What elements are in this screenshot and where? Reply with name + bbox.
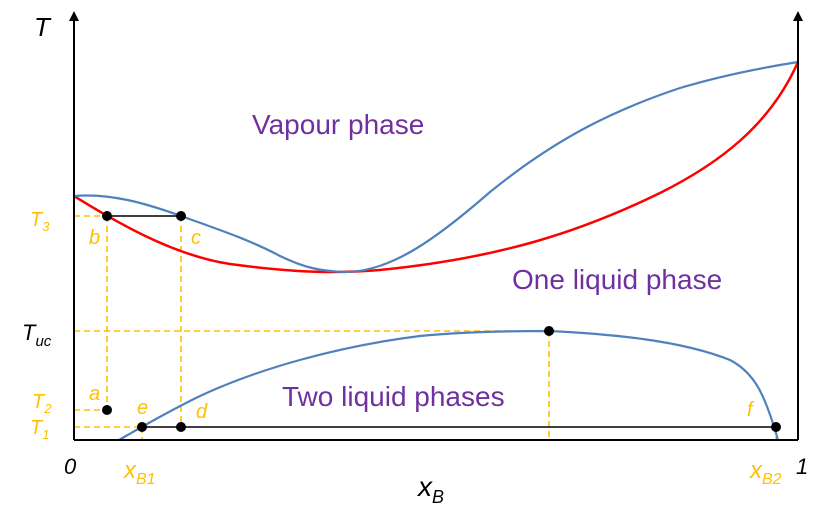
point-a bbox=[102, 405, 112, 415]
t3-label: T3 bbox=[30, 209, 50, 234]
point-a-label: a bbox=[89, 383, 100, 405]
state-points bbox=[102, 211, 781, 432]
vapour-boundary-curve bbox=[73, 61, 800, 274]
point-c bbox=[176, 211, 186, 221]
point-b-label: b bbox=[89, 227, 100, 249]
two-liquid-region-label: Two liquid phases bbox=[282, 381, 505, 412]
point-e bbox=[137, 422, 147, 432]
miscibility-gap-curve bbox=[118, 329, 780, 441]
point-d bbox=[176, 422, 186, 432]
point-c-label: c bbox=[191, 227, 201, 249]
point-critical bbox=[544, 326, 554, 336]
point-f bbox=[771, 422, 781, 432]
point-e-label: e bbox=[137, 397, 148, 419]
t2-label: T2 bbox=[32, 391, 52, 416]
point-d-label: d bbox=[196, 401, 208, 423]
x-origin-label: 0 bbox=[64, 454, 77, 479]
point-f-label: f bbox=[747, 399, 755, 421]
point-b bbox=[102, 211, 112, 221]
liquid-boundary-curve bbox=[73, 60, 799, 274]
one-liquid-region-label: One liquid phase bbox=[512, 264, 722, 295]
t1-label: T1 bbox=[30, 417, 49, 442]
y-axis-label: T bbox=[34, 12, 52, 42]
tuc-label: Tuc bbox=[22, 320, 52, 350]
xb1-label: xB1 bbox=[123, 457, 156, 488]
vapour-region-label: Vapour phase bbox=[252, 109, 424, 140]
x-axis-label: xB bbox=[416, 471, 444, 507]
x-end-label: 1 bbox=[796, 454, 808, 479]
xb2-label: xB2 bbox=[749, 457, 782, 488]
